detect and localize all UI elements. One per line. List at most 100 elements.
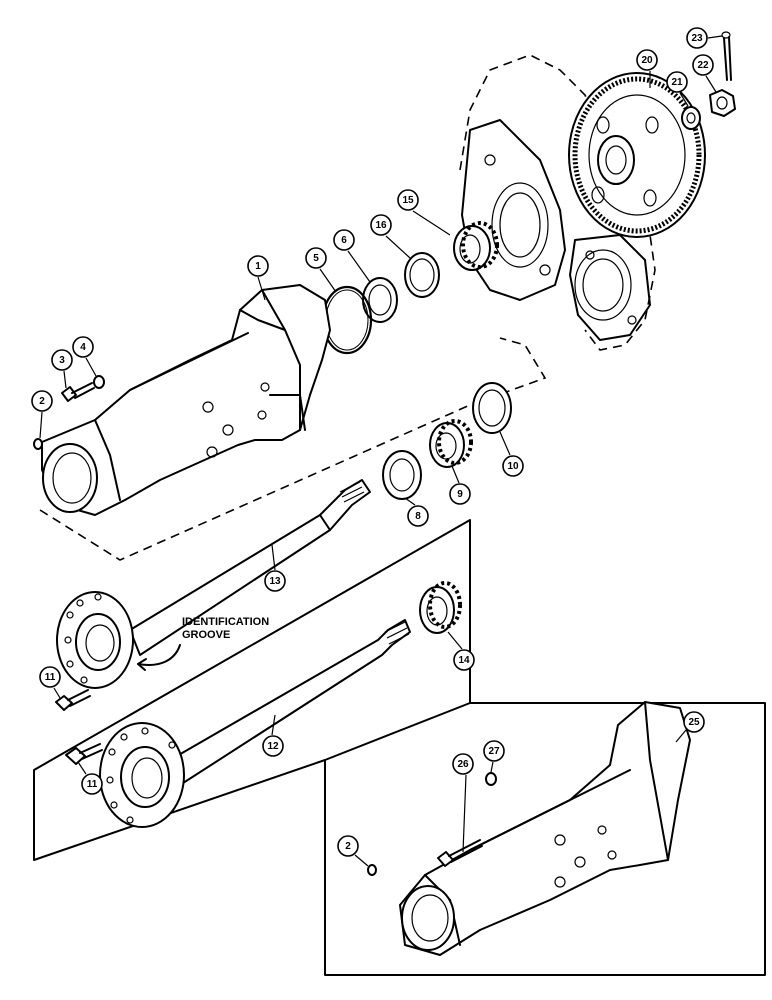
callout-circle bbox=[692, 54, 714, 76]
callout-circle bbox=[666, 71, 688, 93]
callout-label: 21 bbox=[671, 77, 683, 88]
callout-label: 23 bbox=[691, 33, 703, 44]
callout-label: 20 bbox=[641, 55, 653, 66]
callout-label: 15 bbox=[402, 195, 414, 206]
axle-housing bbox=[41, 284, 331, 516]
upper-bearing-cup bbox=[404, 252, 440, 298]
axle-bearing bbox=[419, 581, 462, 634]
callout-circle bbox=[39, 666, 61, 688]
leader-lines bbox=[39, 35, 723, 867]
callout-10: 10 bbox=[502, 455, 524, 477]
axle-shaft-upper bbox=[56, 479, 371, 689]
callout-label: 4 bbox=[80, 342, 86, 353]
alternate-lock-washer bbox=[485, 772, 497, 786]
callout-label: 11 bbox=[87, 779, 98, 790]
plug bbox=[33, 438, 43, 450]
flange-bolt-upper bbox=[55, 689, 91, 711]
callout-circle bbox=[264, 570, 286, 592]
callout-20: 20 bbox=[636, 49, 658, 71]
callout-label: 27 bbox=[488, 746, 500, 757]
callout-25: 25 bbox=[683, 711, 705, 733]
callout-label: 13 bbox=[269, 576, 281, 587]
callout-circle bbox=[636, 49, 658, 71]
callout-label: 26 bbox=[457, 759, 469, 770]
axle-kit-frame bbox=[33, 519, 471, 861]
assembly-outline bbox=[39, 337, 547, 561]
o-ring bbox=[321, 285, 373, 355]
callout-circle bbox=[333, 229, 355, 251]
alternate-axle-housing bbox=[399, 701, 691, 956]
callout-4: 4 bbox=[72, 336, 94, 358]
callout-circle bbox=[81, 773, 103, 795]
upper-tapered-bearing bbox=[453, 221, 499, 271]
callout-1: 1 bbox=[247, 255, 269, 277]
callout-circle bbox=[452, 753, 474, 775]
callout-circle bbox=[31, 390, 53, 412]
flange-bolt-lower bbox=[65, 743, 103, 765]
callout-label: 12 bbox=[267, 741, 279, 752]
callout-27: 27 bbox=[483, 740, 505, 762]
alternate-housing-bolt bbox=[437, 839, 483, 867]
note-line-2: GROOVE bbox=[182, 629, 230, 641]
callout-6: 6 bbox=[333, 229, 355, 251]
lower-seal bbox=[382, 450, 422, 500]
alternate-housing-frame bbox=[324, 702, 766, 976]
callout-circle bbox=[370, 214, 392, 236]
alternate-plug bbox=[367, 864, 377, 876]
callout-label: 16 bbox=[375, 220, 387, 231]
callout-label: 6 bbox=[341, 235, 347, 246]
callout-circle bbox=[686, 27, 708, 49]
callout-label: 1 bbox=[255, 261, 261, 272]
callout-2: 2 bbox=[337, 835, 359, 857]
callout-label: 11 bbox=[45, 672, 56, 683]
callout-circle bbox=[407, 505, 429, 527]
callout-12: 12 bbox=[262, 735, 284, 757]
lock-washer bbox=[93, 375, 105, 389]
callout-circle bbox=[305, 247, 327, 269]
callout-label: 5 bbox=[313, 253, 319, 264]
callout-23: 23 bbox=[686, 27, 708, 49]
callout-label: 14 bbox=[458, 655, 470, 666]
callout-3: 3 bbox=[51, 349, 73, 371]
callout-circle bbox=[51, 349, 73, 371]
callout-circle bbox=[483, 740, 505, 762]
callout-16: 16 bbox=[370, 214, 392, 236]
callout-15: 15 bbox=[397, 189, 419, 211]
identification-groove-note: IDENTIFICATION GROOVE bbox=[137, 616, 269, 671]
callout-circle bbox=[72, 336, 94, 358]
lower-tapered-bearing bbox=[429, 419, 473, 468]
callout-label: 3 bbox=[59, 355, 65, 366]
callout-label: 8 bbox=[415, 511, 421, 522]
callout-label: 25 bbox=[688, 717, 700, 728]
callout-label: 9 bbox=[457, 489, 463, 500]
callout-8: 8 bbox=[407, 505, 429, 527]
callout-label: 22 bbox=[697, 60, 709, 71]
callout-26: 26 bbox=[452, 753, 474, 775]
cotter-pin bbox=[721, 31, 732, 81]
note-line-1: IDENTIFICATION bbox=[182, 616, 269, 628]
callout-circle bbox=[502, 455, 524, 477]
callout-11: 11 bbox=[81, 773, 103, 795]
drive-gear bbox=[568, 72, 706, 238]
callout-22: 22 bbox=[692, 54, 714, 76]
gear-washer bbox=[681, 106, 701, 130]
callout-14: 14 bbox=[453, 649, 475, 671]
callout-circle bbox=[453, 649, 475, 671]
housing-bolt bbox=[61, 382, 95, 402]
lower-bearing-cup bbox=[472, 382, 512, 434]
callout-circle bbox=[337, 835, 359, 857]
callout-circle bbox=[262, 735, 284, 757]
callout-13: 13 bbox=[264, 570, 286, 592]
callout-circle bbox=[449, 483, 471, 505]
callout-21: 21 bbox=[666, 71, 688, 93]
slotted-nut bbox=[709, 89, 736, 117]
callout-11: 11 bbox=[39, 666, 61, 688]
callout-circle bbox=[397, 189, 419, 211]
axle-shaft-lower bbox=[99, 619, 411, 828]
callout-circle bbox=[247, 255, 269, 277]
callout-label: 2 bbox=[39, 396, 45, 407]
callout-label: 2 bbox=[345, 841, 351, 852]
callout-circle bbox=[683, 711, 705, 733]
callout-2: 2 bbox=[31, 390, 53, 412]
